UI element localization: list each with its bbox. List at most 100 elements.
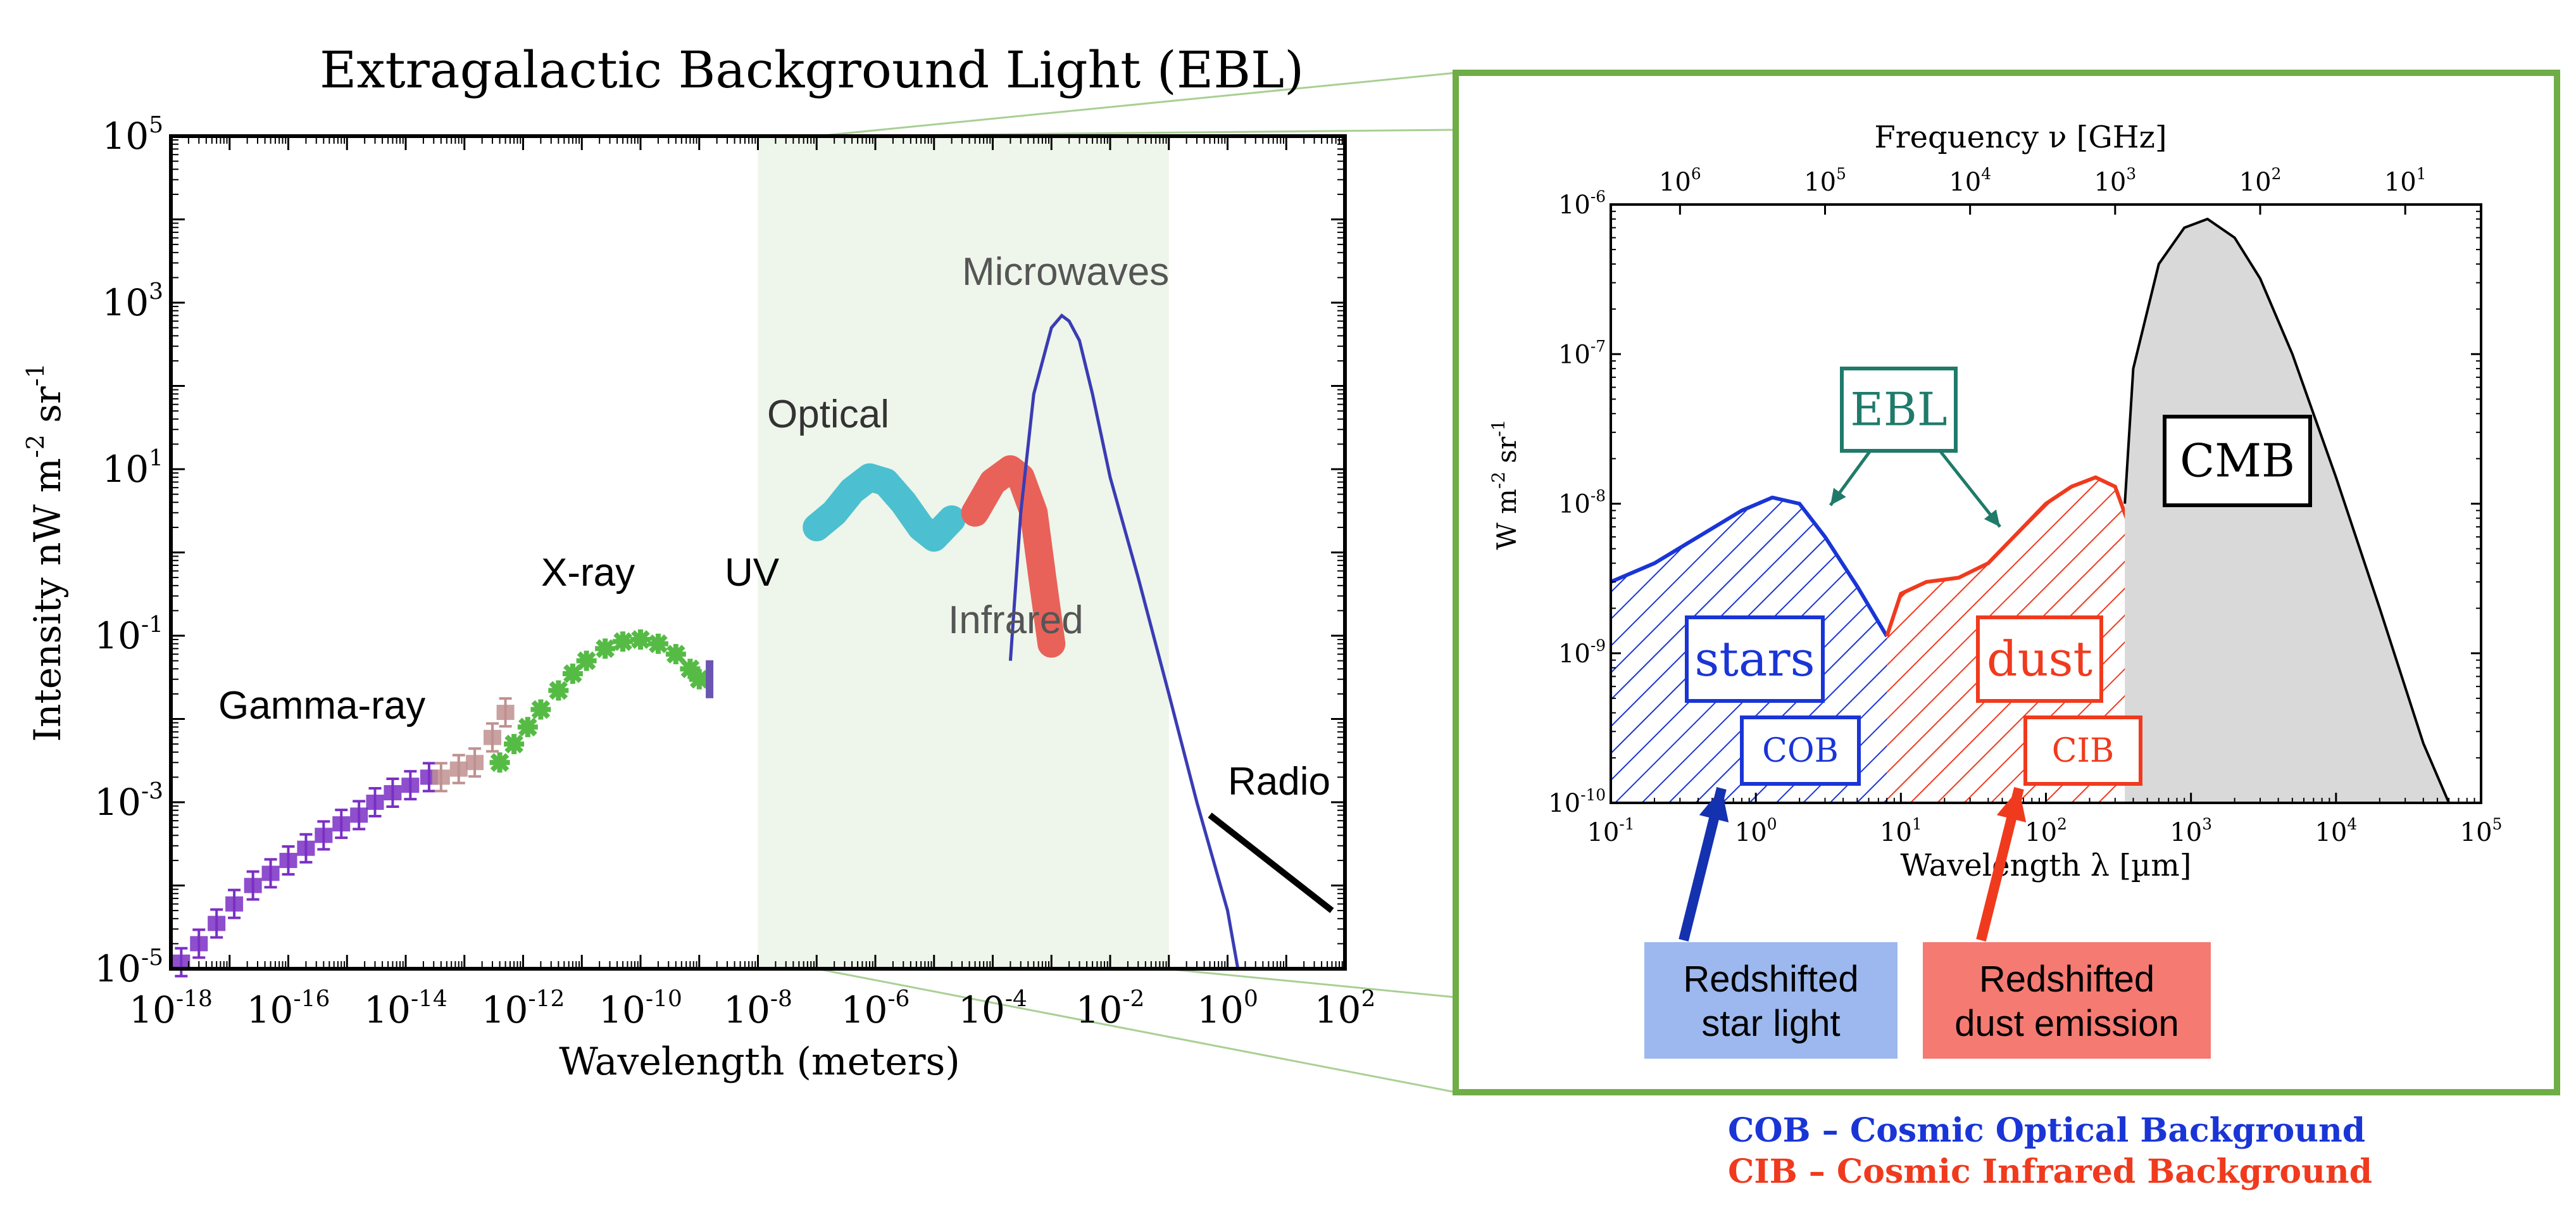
stars-label: stars [1685, 615, 1825, 703]
gamma-ray-marker [366, 795, 384, 810]
ebl-arrow-right [1939, 450, 2001, 528]
y-axis-label: Intensity nW m-2 sr-1 [22, 363, 69, 741]
region-label-microwaves: Microwaves [962, 250, 1169, 294]
cib-label-box [2023, 715, 2142, 786]
x-ray-error-bars-marker [496, 705, 515, 721]
x-ray-marker [530, 699, 551, 720]
gamma-ray-marker [401, 778, 420, 793]
ebl-arrow-right-shaft [1939, 450, 2001, 528]
shaded-region [758, 136, 1169, 969]
x-tick-label: 10-4 [958, 986, 1027, 1031]
cob-label-box [1740, 715, 1861, 786]
gamma-ray-point [172, 947, 191, 978]
cob-label: COB [1740, 715, 1861, 786]
right-labels: Wavelength λ [µm] Frequency ν [GHz] W m-2 … [1488, 120, 2312, 1059]
x-ray-marker [613, 631, 634, 652]
x-ray-error-bars-point [496, 697, 515, 728]
x-ray-marker [689, 669, 710, 690]
x-ray-marker [562, 663, 583, 684]
y-tick-label: 101 [102, 445, 163, 491]
inset-x-tick-label: 101 [1880, 815, 1922, 847]
gamma-ray-point [261, 858, 280, 889]
legend-cob: COB – Cosmic Optical Background [1728, 1111, 2366, 1150]
cob-arrow-head [1699, 788, 1729, 822]
region-label-optical: Optical [767, 393, 889, 436]
x-ray-marker [647, 633, 668, 654]
ebl-label: EBL [1840, 367, 1958, 453]
microwaves-line [1008, 313, 1240, 969]
inset-x-tick-label: 103 [2170, 815, 2212, 847]
x-tick-label: 10-16 [247, 986, 330, 1031]
inset-x-axis-label: Wavelength λ [µm] [1900, 848, 2191, 883]
x-tick-label: 102 [1315, 986, 1376, 1031]
cmb-label: CMB [2163, 415, 2312, 507]
x-ray-error-bars-point [484, 722, 502, 753]
gamma-ray-point [279, 845, 297, 876]
gamma-ray-marker [208, 916, 226, 931]
gamma-ray-point [366, 787, 384, 817]
region-label-uv: UV [725, 551, 780, 595]
x-tick-label: 100 [1197, 986, 1258, 1031]
y-tick-label: 10-1 [94, 612, 163, 657]
inset-y-tick-label: 10-7 [1558, 337, 1606, 369]
cib-arrow [1976, 787, 2027, 942]
x-ray-error-bars-point [466, 747, 484, 778]
ebl-label-text: EBL [1850, 382, 1947, 436]
inset-y-axis-label: W m-2 sr-1 [1488, 420, 1522, 550]
y-tick-label: 105 [102, 112, 163, 158]
gamma-ray-point [350, 800, 368, 831]
y-tick-label: 10-5 [94, 945, 163, 990]
ebl-arrow-right-head [1984, 509, 2000, 527]
gamma-ray-point [332, 809, 351, 840]
dust-label-box [1976, 615, 2103, 703]
gamma-ray-marker [244, 878, 262, 893]
gamma-ray-marker [297, 840, 315, 856]
gamma-ray-point [225, 888, 244, 919]
infrared-band [961, 455, 1066, 658]
stars-label-box [1685, 615, 1825, 703]
x-tick-label: 10-8 [723, 986, 792, 1031]
dust-label-text: dust [1987, 631, 2092, 687]
inset-x-tick-label: 105 [2460, 815, 2503, 847]
gamma-ray-point [401, 770, 420, 801]
inset-y-tick-label: 10-6 [1558, 187, 1606, 220]
inset-x-tick-label: 10-1 [1587, 815, 1634, 847]
x-ray-error-bars-point [432, 762, 450, 793]
x-ray-marker [630, 629, 651, 650]
y-tick-label: 103 [102, 279, 163, 324]
x-ray-marker [680, 659, 701, 679]
x-ray-marker [548, 680, 569, 701]
x-tick-label: 10-18 [129, 986, 213, 1031]
x-ray-error-bars-point [449, 753, 468, 785]
inset-y-tick-label: 10-8 [1558, 487, 1606, 519]
x-ray-error-bars-marker [449, 761, 468, 777]
region-label-x-ray: X-ray [541, 551, 635, 595]
x-ray-marker [665, 644, 686, 665]
zoom-connector-0 [816, 72, 1456, 137]
x-tick-label: 10-14 [364, 986, 447, 1031]
gamma-ray-marker [225, 896, 244, 912]
legend-cib: CIB – Cosmic Infrared Background [1728, 1152, 2373, 1191]
x-ray-error-bars-marker [432, 769, 450, 785]
ebl-arrow-left [1829, 450, 1872, 507]
inset-x2-tick-label: 101 [2384, 165, 2427, 197]
inset-x2-axis-label: Frequency ν [GHz] [1874, 120, 2166, 155]
x-ray-marker [517, 717, 538, 738]
x-axis-label: Wavelength (meters) [559, 1040, 960, 1084]
x-tick-label: 10-6 [841, 986, 910, 1031]
gamma-ray-point [208, 908, 226, 939]
gamma-ray-marker [384, 785, 402, 801]
inset-x2-tick-label: 105 [1804, 165, 1846, 197]
chart-title: Extragalactic Background Light (EBL) [320, 41, 1304, 99]
inset-y-tick-label: 10-9 [1558, 636, 1606, 669]
inset-x2-tick-label: 106 [1659, 165, 1701, 197]
region-label-infrared: Infrared [948, 598, 1084, 642]
